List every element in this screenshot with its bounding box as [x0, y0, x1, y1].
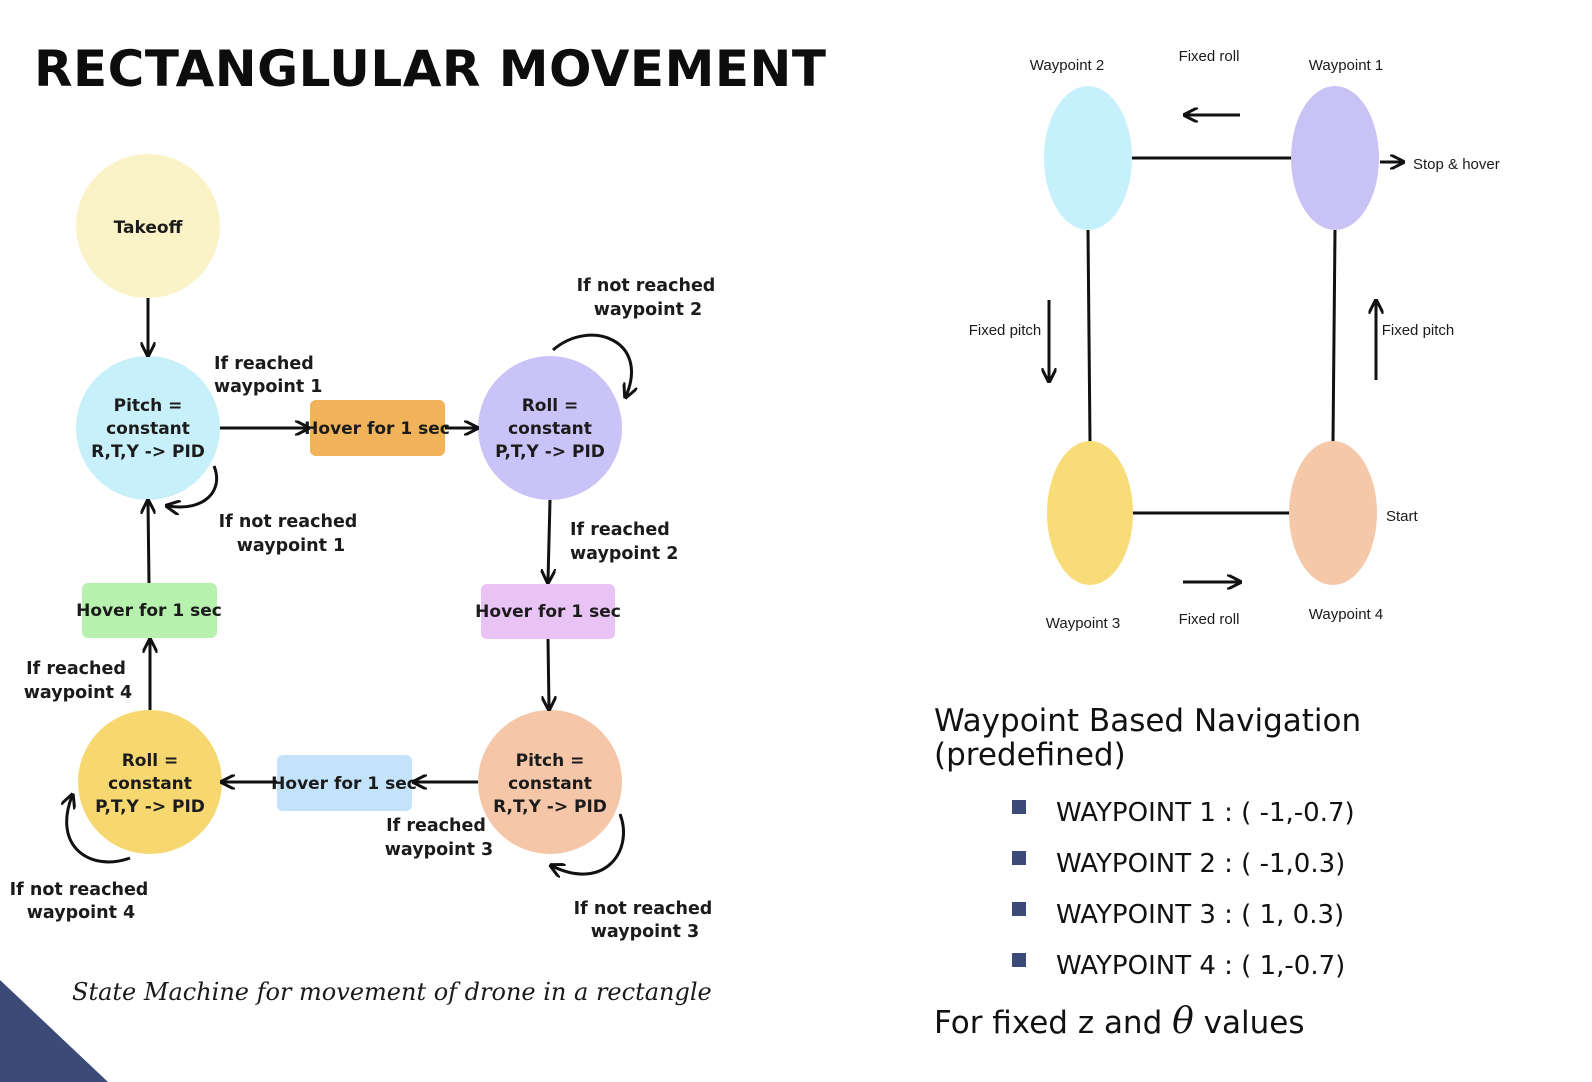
waypoint-1-node: [1291, 86, 1379, 230]
list-item: WAYPOINT 3 : ( 1, 0.3): [1012, 897, 1355, 948]
waypoint-4-coords: WAYPOINT 4 : ( 1,-0.7): [1056, 951, 1346, 981]
roll1-label-line2: constant: [508, 419, 592, 439]
pitch-node-2: [478, 710, 622, 854]
pitch1-label-line2: constant: [106, 419, 190, 439]
pitch1-label-line3: R,T,Y -> PID: [91, 442, 205, 462]
roll2-label-line3: P,T,Y -> PID: [95, 797, 205, 817]
square-bullet-icon: [1012, 800, 1026, 814]
hover3-label: Hover for 1 sec: [271, 774, 417, 794]
waypoint-3-coords: WAYPOINT 3 : ( 1, 0.3): [1056, 900, 1345, 930]
stop-hover-label: Stop & hover: [1413, 156, 1500, 173]
fixed-values-note: For fixed z and θ values: [934, 1001, 1305, 1042]
edge-wp4-wp1: [1331, 229, 1337, 443]
hover-box-3: [277, 755, 412, 811]
hover4-label: Hover for 1 sec: [76, 601, 222, 621]
hover1-label: Hover for 1 sec: [304, 419, 450, 439]
waypoint-4-label: Waypoint 4: [1309, 606, 1383, 623]
waypoint-2-node: [1044, 86, 1132, 230]
label-notreached2-line1: If not reached: [577, 276, 716, 296]
loop-pitch2: [552, 813, 625, 874]
loop-roll2: [67, 796, 131, 864]
label-reached3-line2: waypoint 3: [385, 840, 494, 860]
label-notreached3-line2: waypoint 3: [591, 922, 700, 942]
pitch1-label-line1: Pitch =: [114, 396, 183, 416]
waypoint-4-node: [1289, 441, 1377, 585]
waypoint-1-coords: WAYPOINT 1 : ( -1,-0.7): [1056, 798, 1355, 828]
waypoint-2-label: Waypoint 2: [1030, 57, 1104, 74]
fixed-pitch-left-label: Fixed pitch: [969, 322, 1042, 339]
hover-box-1: [310, 400, 445, 456]
state-machine-caption: State Machine for movement of drone in a…: [72, 978, 712, 1006]
hover-box-2: [481, 584, 615, 639]
label-reached1-line2: waypoint 1: [214, 377, 323, 397]
takeoff-node: [76, 154, 220, 298]
label-notreached4-line1: If not reached: [10, 880, 149, 900]
note-suffix: values: [1193, 1005, 1305, 1041]
list-item: WAYPOINT 4 : ( 1,-0.7): [1012, 948, 1355, 999]
label-reached2-line2: waypoint 2: [570, 544, 679, 564]
roll1-label-line1: Roll =: [522, 396, 579, 416]
label-notreached1-line1: If not reached: [219, 512, 358, 532]
corner-decoration: [0, 980, 108, 1082]
arrow-hover4-pitch1: [148, 502, 149, 584]
roll-node-1: [478, 356, 622, 500]
label-notreached2-line2: waypoint 2: [594, 300, 703, 320]
roll2-label-line2: constant: [108, 774, 192, 794]
hover-box-4: [82, 583, 217, 638]
list-item: WAYPOINT 1 : ( -1,-0.7): [1012, 795, 1355, 846]
fixed-roll-top-label: Fixed roll: [1179, 48, 1240, 65]
label-reached4-line1: If reached: [26, 659, 126, 679]
roll2-label-line1: Roll =: [122, 751, 179, 771]
roll1-label-line3: P,T,Y -> PID: [495, 442, 605, 462]
list-item: WAYPOINT 2 : ( -1,0.3): [1012, 846, 1355, 897]
label-reached1-line1: If reached: [214, 354, 314, 374]
waypoint-1-label: Waypoint 1: [1309, 57, 1383, 74]
label-reached4-line2: waypoint 4: [24, 683, 133, 703]
loop-roll1: [552, 333, 632, 396]
square-bullet-icon: [1012, 851, 1026, 865]
arrow-roll-hover2: [548, 499, 550, 581]
arrow-hover2-pitch2: [548, 638, 549, 708]
waypoint-list: WAYPOINT 1 : ( -1,-0.7) WAYPOINT 2 : ( -…: [1012, 795, 1355, 999]
waypoint-2-coords: WAYPOINT 2 : ( -1,0.3): [1056, 849, 1346, 879]
label-reached3-line1: If reached: [386, 816, 486, 836]
takeoff-label: Takeoff: [114, 218, 183, 238]
pitch2-label-line1: Pitch =: [516, 751, 585, 771]
pitch2-label-line2: constant: [508, 774, 592, 794]
edge-wp2-wp3: [1086, 229, 1092, 443]
square-bullet-icon: [1012, 902, 1026, 916]
note-prefix: For fixed z and: [934, 1005, 1173, 1041]
roll-node-2: [78, 710, 222, 854]
navigation-title: Waypoint Based Navigation (predefined): [934, 703, 1362, 773]
page-title: RECTANGLULAR MOVEMENT: [34, 40, 827, 98]
fixed-roll-bottom-label: Fixed roll: [1179, 611, 1240, 628]
hover2-label: Hover for 1 sec: [475, 602, 621, 622]
square-bullet-icon: [1012, 953, 1026, 967]
label-reached2-line1: If reached: [570, 520, 670, 540]
fixed-pitch-right-label: Fixed pitch: [1382, 322, 1455, 339]
label-notreached1-line2: waypoint 1: [237, 536, 346, 556]
theta-symbol: θ: [1172, 1001, 1194, 1042]
loop-pitch1: [168, 465, 219, 507]
label-notreached4-line2: waypoint 4: [27, 903, 136, 923]
pitch2-label-line3: R,T,Y -> PID: [493, 797, 607, 817]
waypoint-3-label: Waypoint 3: [1046, 615, 1120, 632]
start-label: Start: [1386, 508, 1419, 525]
label-notreached3-line1: If not reached: [574, 899, 713, 919]
waypoint-3-node: [1047, 441, 1133, 585]
pitch-node-1: [76, 356, 220, 500]
